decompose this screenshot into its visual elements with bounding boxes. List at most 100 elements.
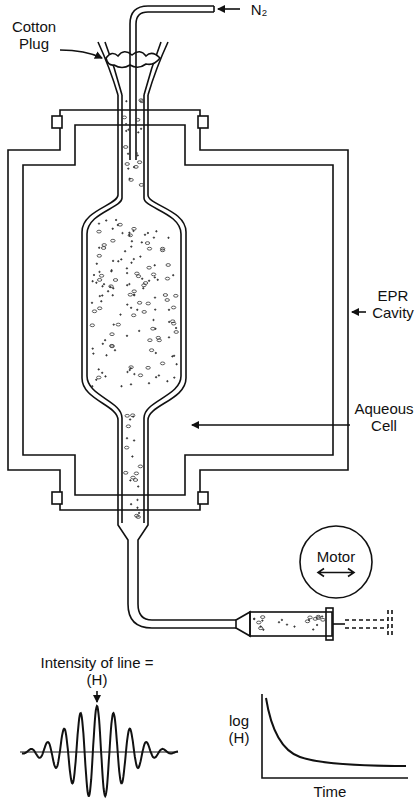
- suspension-speck: [110, 344, 114, 347]
- suspension-speck: [98, 307, 102, 310]
- suspension-speck: [143, 288, 144, 289]
- suspension-speck: [138, 486, 139, 487]
- suspension-speck: [129, 179, 133, 182]
- suspension-speck: [137, 161, 141, 164]
- suspension-speck: [91, 302, 92, 303]
- suspension-speck: [155, 377, 156, 378]
- suspension-speck: [154, 297, 155, 298]
- suspension-speck: [174, 294, 178, 297]
- suspension-speck: [134, 472, 138, 475]
- suspension-speck: [137, 499, 138, 500]
- motor-circle: Motor: [298, 524, 374, 600]
- part-label: Time: [305, 783, 355, 800]
- suspension-speck: [155, 309, 156, 310]
- suspension-speck: [93, 274, 94, 275]
- clamp: [198, 116, 208, 128]
- suspension-speck: [131, 246, 132, 247]
- suspension-speck: [134, 166, 138, 169]
- suspension-speck: [172, 356, 173, 357]
- suspension-speck: [138, 374, 142, 377]
- suspension-speck: [102, 286, 103, 287]
- suspension-speck: [132, 314, 136, 317]
- suspension-speck: [254, 618, 255, 619]
- suspension-speck: [129, 369, 130, 370]
- suspension-speck: [174, 331, 178, 334]
- suspension-speck: [148, 383, 149, 384]
- suspension-speck: [99, 247, 100, 248]
- suspension-speck: [127, 153, 128, 154]
- suspension-speck: [96, 282, 97, 283]
- suspension-speck: [128, 234, 132, 237]
- suspension-speck: [126, 425, 130, 428]
- suspension-speck: [140, 256, 141, 257]
- cell-wall: [138, 95, 186, 590]
- suspension-speck: [321, 618, 325, 621]
- suspension-speck: [97, 279, 101, 282]
- suspension-speck: [124, 471, 128, 474]
- suspension-speck: [139, 330, 140, 331]
- suspension-speck: [109, 285, 113, 288]
- suspension-speck: [113, 288, 114, 289]
- suspension-speck: [176, 364, 177, 365]
- suspension-speck: [263, 629, 264, 630]
- suspension-speck: [127, 371, 128, 372]
- suspension-speck: [151, 273, 155, 276]
- suspension-speck: [90, 324, 94, 327]
- suspension-speck: [130, 384, 131, 385]
- suspension-speck: [97, 230, 101, 233]
- syringe-tip: [236, 612, 250, 636]
- suspension-speck: [129, 235, 130, 236]
- suspension-speck: [129, 232, 130, 233]
- suspension-speck: [92, 281, 93, 282]
- suspension-speck: [308, 616, 312, 619]
- suspension-speck: [138, 512, 139, 513]
- suspension-speck: [122, 232, 123, 233]
- suspension-speck: [142, 311, 146, 314]
- suspension-speck: [102, 372, 103, 373]
- suspension-speck: [120, 314, 121, 315]
- suspension-speck: [110, 345, 114, 348]
- suspension-speck: [136, 118, 140, 121]
- suspension-speck: [97, 376, 101, 379]
- suspension-speck: [146, 302, 150, 305]
- suspension-speck: [97, 254, 101, 257]
- suspension-speck: [133, 294, 134, 295]
- suspension-speck: [96, 379, 97, 380]
- decay-curve: [266, 698, 406, 766]
- suspension-speck: [102, 295, 103, 296]
- funnel: [144, 42, 161, 95]
- suspension-speck: [281, 619, 282, 620]
- suspension-speck: [129, 419, 130, 420]
- suspension-speck: [134, 295, 135, 296]
- suspension-speck: [138, 465, 142, 468]
- suspension-speck: [137, 309, 138, 310]
- suspension-speck: [130, 307, 131, 308]
- suspension-speck: [125, 414, 129, 417]
- suspension-speck: [147, 247, 151, 250]
- suspension-speck: [96, 263, 97, 264]
- suspension-speck: [112, 260, 113, 261]
- suspension-speck: [102, 343, 103, 344]
- suspension-speck: [111, 271, 112, 272]
- suspension-speck: [136, 152, 137, 153]
- suspension-speck: [145, 242, 149, 245]
- suspension-speck: [129, 366, 133, 369]
- suspension-speck: [125, 123, 126, 124]
- suspension-speck: [118, 223, 122, 226]
- suspension-speck: [121, 386, 122, 387]
- suspension-speck: [104, 340, 105, 341]
- suspension-speck: [103, 284, 104, 285]
- suspension-speck: [126, 101, 127, 102]
- part-label: EPR Cavity: [368, 287, 418, 321]
- suspension-speck: [128, 293, 132, 296]
- suspension-speck: [124, 251, 125, 252]
- suspension-speck: [134, 373, 135, 374]
- suspension-speck: [141, 242, 142, 243]
- suspension-speck: [135, 514, 139, 517]
- syringe-plunger: [333, 623, 345, 625]
- suspension-speck: [121, 259, 122, 260]
- suspension-speck: [160, 362, 164, 365]
- suspension-speck: [128, 129, 129, 130]
- suspension-speck: [142, 278, 143, 279]
- suspension-speck: [125, 446, 129, 449]
